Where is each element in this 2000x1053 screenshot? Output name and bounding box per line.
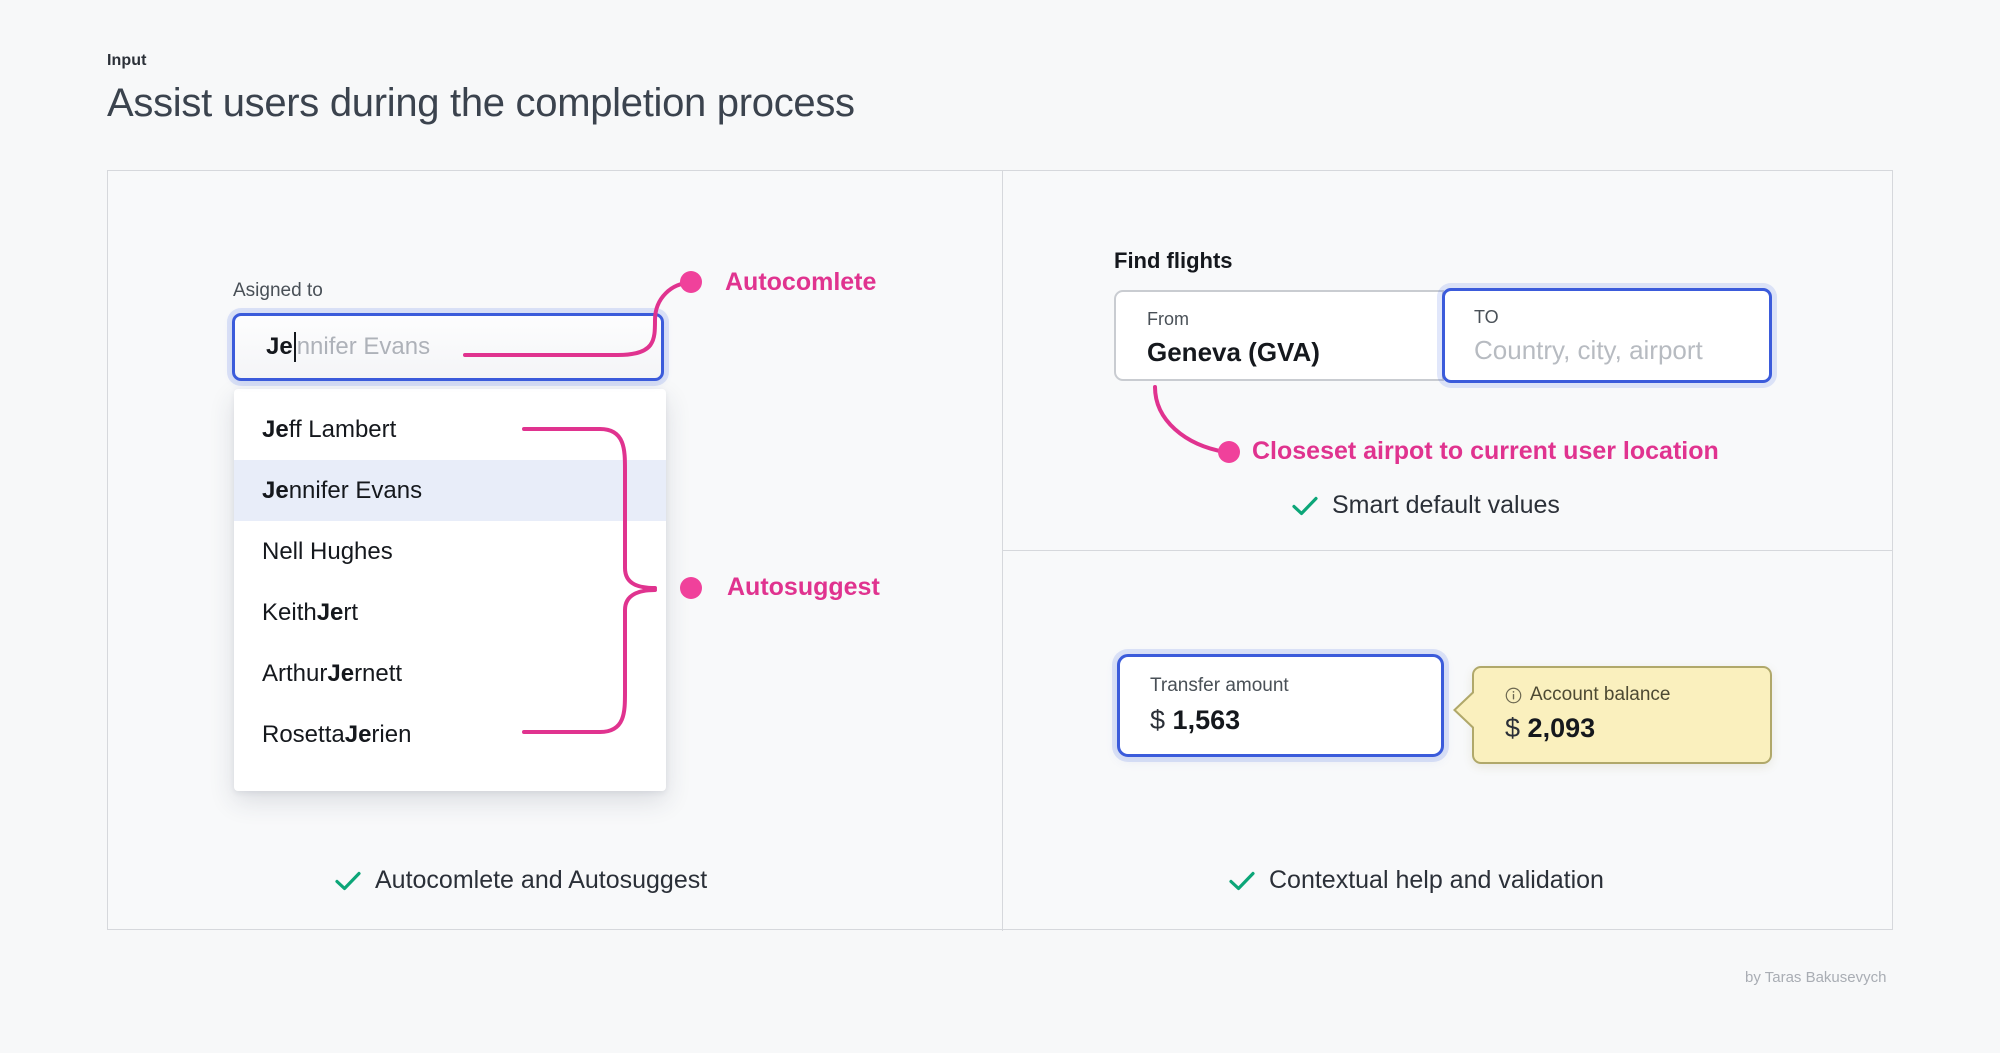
flight-search-row: From Geneva (GVA) TO Country, city, airp… (1114, 288, 1772, 383)
account-balance-value: $ 2,093 (1505, 713, 1770, 744)
text-caret (293, 332, 296, 362)
assigned-to-label: Asigned to (233, 280, 323, 301)
to-placeholder: Country, city, airport (1474, 335, 1703, 365)
to-field[interactable]: TO Country, city, airport (1442, 288, 1772, 383)
transfer-amount-value: $ 1,563 (1150, 705, 1441, 736)
balance-currency-symbol: $ (1505, 713, 1521, 743)
balance-amount-number: 2,093 (1527, 713, 1596, 743)
suggestion-match: Je (262, 476, 289, 504)
tooltip-tail-fill (1456, 692, 1475, 728)
eyebrow-label: Input (107, 52, 147, 69)
horizontal-divider (1002, 550, 1893, 551)
suggestion-match: Je (316, 598, 344, 626)
check-icon (1292, 496, 1318, 515)
suggestion-item[interactable]: Nell Hughes (234, 521, 666, 582)
from-field[interactable]: From Geneva (GVA) (1114, 290, 1444, 381)
info-icon (1505, 687, 1522, 703)
right-bottom-caption: Contextual help and validation (1229, 866, 1604, 895)
transfer-amount-number: 1,563 (1172, 705, 1241, 735)
suggestion-rest: rnett (354, 659, 403, 687)
from-label: From (1147, 309, 1189, 329)
page-title: Assist users during the completion proce… (107, 81, 855, 125)
suggestion-match: Je (344, 720, 372, 748)
suggestion-prefix: Arthur (262, 659, 328, 687)
suggestion-rest: Nell Hughes (262, 537, 393, 565)
suggestion-rest: rien (371, 720, 412, 748)
from-value: Geneva (GVA) (1147, 337, 1320, 367)
account-balance-label-row: Account balance (1505, 684, 1770, 706)
page-header: Input Assist users during the completion… (107, 52, 855, 126)
suggestion-prefix: Keith (262, 598, 317, 626)
suggestion-prefix: Rosetta (262, 720, 345, 748)
suggestion-match: Je (262, 415, 289, 443)
suggestion-match: Je (327, 659, 355, 687)
account-balance-label: Account balance (1530, 684, 1671, 705)
to-label: TO (1474, 307, 1499, 327)
left-panel-caption: Autocomlete and Autosuggest (335, 866, 707, 895)
closest-airport-annotation-label: Closeset airpot to current user location (1252, 437, 1719, 465)
ghost-completion-text: nnifer Evans (296, 333, 431, 360)
footer-credit: by Taras Bakusevych (1745, 969, 1887, 986)
left-panel-caption-text: Autocomlete and Autosuggest (375, 866, 708, 894)
transfer-currency-symbol: $ (1150, 705, 1166, 735)
autocomplete-annotation-label: Autocomlete (725, 268, 877, 296)
transfer-amount-label: Transfer amount (1150, 675, 1289, 696)
right-bottom-caption-text: Contextual help and validation (1269, 866, 1604, 894)
right-top-caption: Smart default values (1292, 491, 1560, 520)
typed-text: Je (266, 333, 293, 360)
transfer-amount-field[interactable]: Transfer amount $ 1,563 (1117, 654, 1444, 757)
transfer-row: Transfer amount $ 1,563 Account balance … (1117, 654, 1772, 764)
account-balance-tooltip: Account balance $ 2,093 (1472, 666, 1772, 764)
suggestion-rest: nnifer Evans (288, 476, 423, 504)
check-icon (1229, 871, 1255, 890)
suggestion-rest: ff Lambert (288, 415, 397, 443)
autosuggest-annotation-label: Autosuggest (727, 573, 880, 601)
right-top-caption-text: Smart default values (1332, 491, 1560, 519)
suggestion-rest: rt (343, 598, 359, 626)
vertical-divider (1002, 171, 1003, 931)
find-flights-title: Find flights (1114, 248, 1233, 273)
account-balance-tooltip-wrap: Account balance $ 2,093 (1453, 666, 1772, 764)
check-icon (335, 871, 361, 890)
